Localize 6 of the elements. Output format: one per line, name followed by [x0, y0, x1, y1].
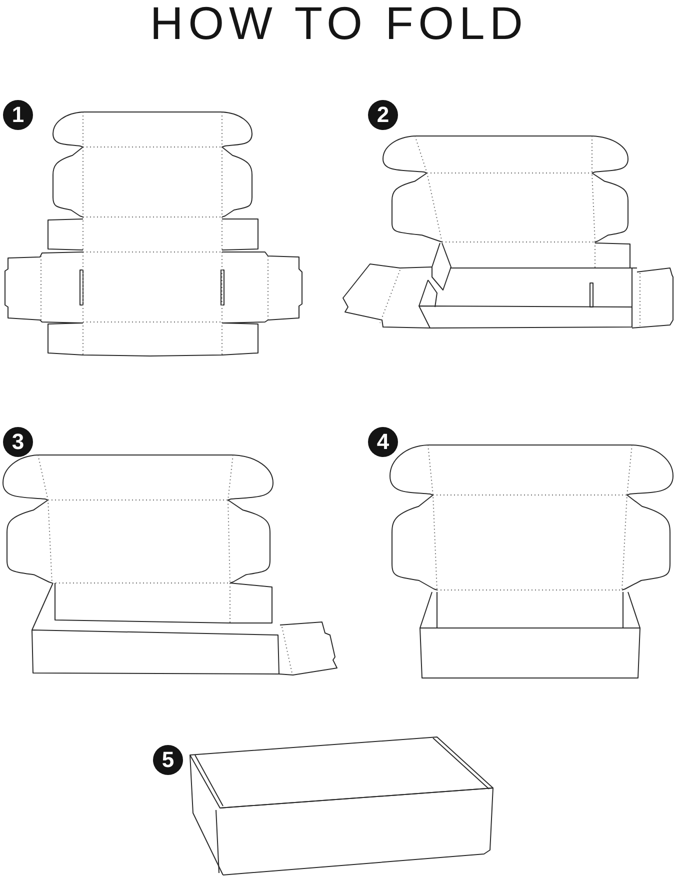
- title: HOW TO FOLD: [150, 0, 528, 46]
- step-number: 5: [153, 745, 183, 775]
- step-number: 1: [3, 100, 33, 130]
- step-number: 3: [3, 427, 33, 457]
- step-number: 2: [368, 100, 398, 130]
- step-number: 4: [368, 427, 398, 457]
